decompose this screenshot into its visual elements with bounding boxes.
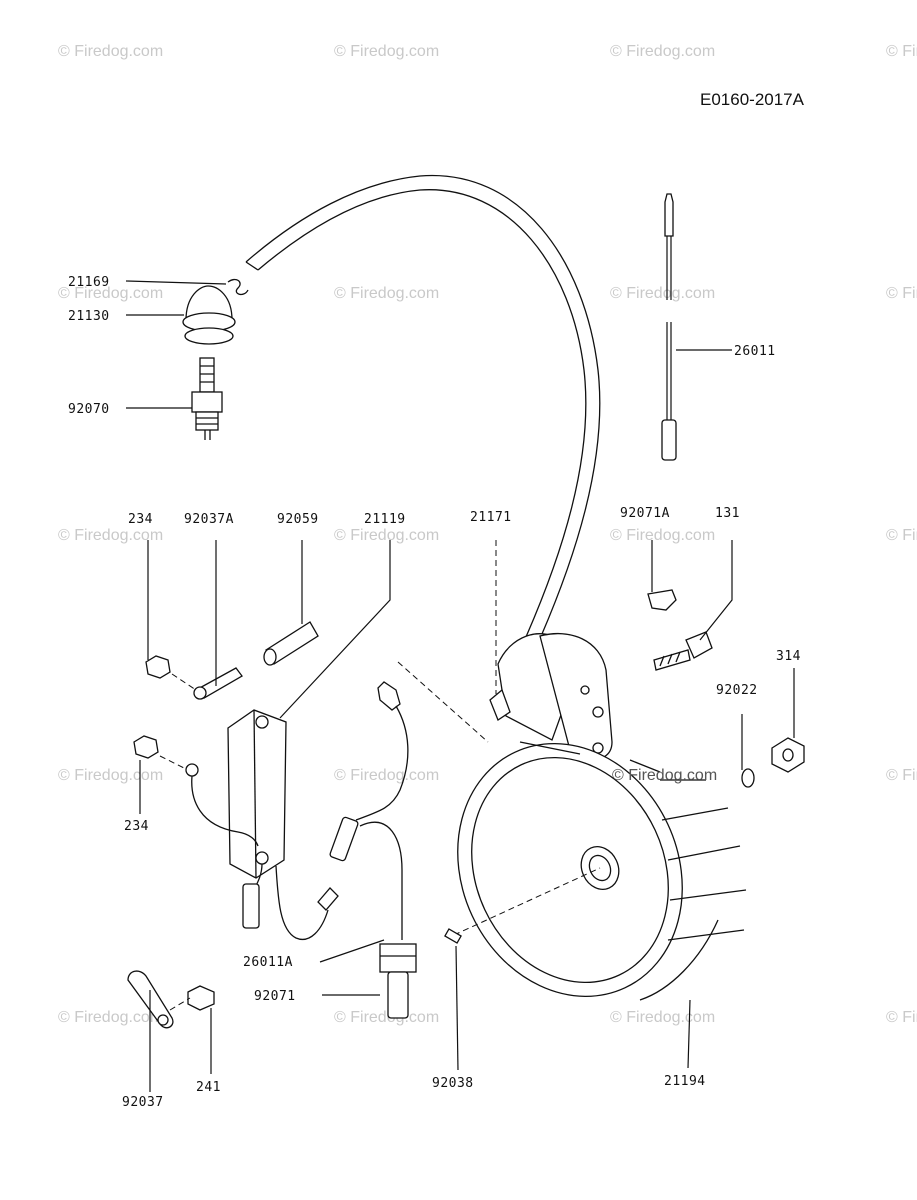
- watermark: © Firedog.com: [334, 285, 439, 302]
- watermark: © Firedog.com: [334, 43, 439, 60]
- watermark: © Firedog.com: [58, 527, 163, 544]
- plug-cap-drawing: [182, 285, 236, 345]
- watermark: © Firedog.com: [886, 767, 917, 784]
- part-label-26011: 26011: [734, 344, 776, 359]
- watermark: © Firedog.com: [334, 527, 439, 544]
- watermark: © Firedog.com: [610, 43, 715, 60]
- watermark: © Firedog.com: [58, 285, 163, 302]
- kill-wire-drawing: [329, 661, 489, 1019]
- watermark: © Firedog.com: [610, 1009, 715, 1026]
- watermark: © Firedog.com: [58, 43, 163, 60]
- watermark: © Firedog.com: [886, 285, 917, 302]
- part-label-21171: 21171: [470, 510, 512, 525]
- part-label-92070: 92070: [68, 402, 110, 417]
- ignition-coil-drawing: [185, 709, 339, 940]
- clamp-drawing: [133, 655, 243, 771]
- watermark: © Firedog.com: [886, 43, 917, 60]
- watermark: © Firedog.com: [334, 1009, 439, 1026]
- part-label-234-top: 234: [128, 512, 153, 527]
- part-label-26011a: 26011A: [243, 955, 293, 970]
- ht-lead-drawing: [245, 174, 601, 651]
- part-label-314: 314: [776, 649, 801, 664]
- watermark-layer: © Firedog.com © Firedog.com © Firedog.co…: [58, 43, 917, 1026]
- key-drawing: [444, 928, 462, 944]
- part-label-92059: 92059: [277, 512, 319, 527]
- tube-drawing: [263, 621, 319, 666]
- watermark: © Firedog.com: [610, 285, 715, 302]
- part-label-92037: 92037: [122, 1095, 164, 1110]
- leader-lines: [125, 280, 795, 1092]
- part-labels: 21169 21130 92070 26011 234 92037A 92059…: [68, 275, 801, 1110]
- part-label-21130: 21130: [68, 309, 110, 324]
- watermark: © Firedog.com: [334, 767, 439, 784]
- watermark: © Firedog.com: [886, 527, 917, 544]
- diagram-code: E0160-2017A: [700, 90, 805, 109]
- lead-wire-drawing: [661, 193, 677, 461]
- part-label-92022: 92022: [716, 683, 758, 698]
- part-label-92071: 92071: [254, 989, 296, 1004]
- part-label-92071a: 92071A: [620, 506, 670, 521]
- watermark: © Firedog.com: [58, 1009, 163, 1026]
- part-label-21194: 21194: [664, 1074, 706, 1089]
- hardware-drawing: [647, 589, 805, 788]
- watermark: © Firedog.com: [886, 1009, 917, 1026]
- flywheel-drawing: [453, 741, 747, 1001]
- watermark: © Firedog.com: [58, 767, 163, 784]
- magneto-drawing: [489, 632, 613, 760]
- watermark-dark: © Firedog.com: [612, 767, 717, 784]
- part-label-131: 131: [715, 506, 740, 521]
- part-label-21119: 21119: [364, 512, 406, 527]
- part-label-234-bottom: 234: [124, 819, 149, 834]
- part-label-241: 241: [196, 1080, 221, 1095]
- part-label-21169: 21169: [68, 275, 110, 290]
- spark-plug-drawing: [191, 357, 223, 440]
- part-label-92037a: 92037A: [184, 512, 234, 527]
- part-label-92038: 92038: [432, 1076, 474, 1091]
- watermark: © Firedog.com: [610, 527, 715, 544]
- spring-clip-drawing: [227, 278, 249, 296]
